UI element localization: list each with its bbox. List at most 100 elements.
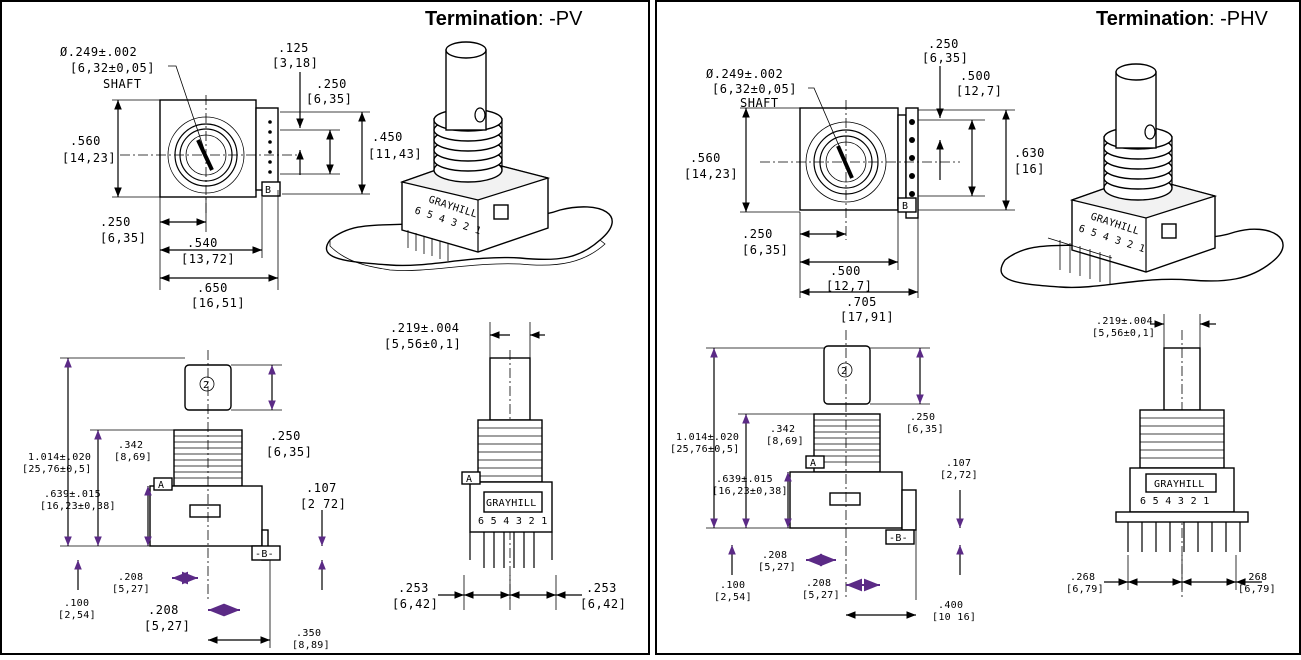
dim-250-front-mm: [6,35] xyxy=(266,445,312,459)
circle-callout-2: 2 xyxy=(203,380,209,391)
dim-350: .350 xyxy=(296,628,321,639)
dim-125: .125 xyxy=(278,41,309,55)
dim-250b: .250 xyxy=(100,215,131,229)
dim-500b-mm-phv: [12,7] xyxy=(826,279,872,293)
dim-450: .450 xyxy=(372,130,403,144)
dim-342: .342 xyxy=(118,440,143,451)
dim-630-phv: .630 xyxy=(1014,146,1045,160)
circle-callout-2-phv: 2 xyxy=(841,366,847,377)
dim-253-left-mm: [6,42] xyxy=(392,597,438,611)
dim-250-front: .250 xyxy=(270,429,301,443)
datum-b-front-phv: -B- xyxy=(889,533,908,544)
dim-705-phv: .705 xyxy=(846,295,877,309)
dim-342-mm: [8,69] xyxy=(114,452,152,463)
dim-219-phv: .219±.004 xyxy=(1096,316,1153,327)
iso-view-phv: GRAYHILL 6 5 4 3 2 1 xyxy=(1000,63,1284,289)
dim-100-mm-phv: [2,54] xyxy=(714,592,752,603)
panel-pv: Termination: -PV B Ø.249±.002 [6,32±0,05… xyxy=(22,8,626,651)
dim-268-left-mm: [6,79] xyxy=(1066,584,1104,595)
side-view-pv: .219±.004 [5,56±0,1] GRAYHILL 6 5 4 3 2 … xyxy=(384,321,626,611)
dim-208a-mm-phv: [5,27] xyxy=(758,562,796,573)
dim-500b-phv: .500 xyxy=(830,264,861,278)
dim-630-mm-phv: [16] xyxy=(1014,162,1045,176)
dim-250-front-mm-phv: [6,35] xyxy=(906,424,944,435)
dim-560-mm-phv: [14,23] xyxy=(684,167,738,181)
dim-705-mm-phv: [17,91] xyxy=(840,310,894,324)
dim-253-right-mm: [6,42] xyxy=(580,597,626,611)
dim-253-right: .253 xyxy=(586,581,617,595)
top-view-pv: B Ø.249±.002 [6,32±0,05] SHAFT .560 [14,… xyxy=(60,41,422,310)
label-shaft: SHAFT xyxy=(103,77,142,91)
datum-a-phv: A xyxy=(810,458,816,469)
side-brand-text: GRAYHILL xyxy=(486,498,537,509)
side-brand-text-phv: GRAYHILL xyxy=(1154,479,1205,490)
side-datum-a: A xyxy=(466,474,472,485)
dim-250-phv: .250 xyxy=(928,37,959,51)
datum-a: A xyxy=(158,480,164,491)
termination-title-pv: Termination: -PV xyxy=(425,8,583,30)
dim-268-left: .268 xyxy=(1070,572,1095,583)
dim-208b-phv: .208 xyxy=(806,578,831,589)
datum-b-front: -B- xyxy=(255,549,274,560)
termination-title-phv: Termination: -PHV xyxy=(1096,8,1269,30)
dim-253-left: .253 xyxy=(398,581,429,595)
top-view-phv: B Ø.249±.002 [6,32±0,05] SHAFT .560 [14,… xyxy=(684,37,1045,324)
dim-540-mm: [13,72] xyxy=(181,252,235,266)
dim-250b-mm: [6,35] xyxy=(100,231,146,245)
dim-107-phv: .107 xyxy=(946,458,971,469)
dim-250b-phv: .250 xyxy=(742,227,773,241)
dim-219: .219±.004 xyxy=(390,321,460,335)
dim-208b-mm-phv: [5,27] xyxy=(802,590,840,601)
dim-650-mm: [16,51] xyxy=(191,296,245,310)
panel-frame-right xyxy=(655,0,1301,655)
dim-639: .639±.015 xyxy=(44,489,101,500)
dim-400-mm-phv: [10 16] xyxy=(932,612,976,623)
datum-b-label-phv: B xyxy=(902,201,908,212)
dim-268-right: .268 xyxy=(1242,572,1267,583)
dim-560-mm: [14,23] xyxy=(62,151,116,165)
dim-540: .540 xyxy=(187,236,218,250)
panel-phv: Termination: -PHV B Ø.249±.002 [6,32±0,0… xyxy=(670,8,1284,623)
dim-560-phv: .560 xyxy=(690,151,721,165)
dim-639-phv: .639±.015 xyxy=(716,474,773,485)
side-pin-numbers: 6 5 4 3 2 1 xyxy=(478,516,548,527)
dim-100-mm: [2,54] xyxy=(58,610,96,621)
dim-350-mm: [8,89] xyxy=(292,640,330,651)
dim-107-mm: [2 72] xyxy=(300,497,346,511)
dim-219-mm-phv: [5,56±0,1] xyxy=(1092,328,1155,339)
dim-208a-phv: .208 xyxy=(762,550,787,561)
dim-268-right-mm: [6,79] xyxy=(1238,584,1276,595)
label-shaft-phv: SHAFT xyxy=(740,96,779,110)
dim-1014-phv: 1.014±.020 xyxy=(676,432,739,443)
dim-500-mm-phv: [12,7] xyxy=(956,84,1002,98)
dim-639-mm: [16,23±0,38] xyxy=(40,501,116,512)
dim-shaft-dia: Ø.249±.002 xyxy=(60,45,137,59)
dim-shaft-dia-phv: Ø.249±.002 xyxy=(706,67,783,81)
side-pin-numbers-phv: 6 5 4 3 2 1 xyxy=(1140,496,1210,507)
front-view-phv: 2 A -B- 1.014±.020 [25,76±0,5] xyxy=(670,330,978,623)
dim-208a: .208 xyxy=(118,572,143,583)
dim-250b-mm-phv: [6,35] xyxy=(742,243,788,257)
housing-top-view xyxy=(159,99,257,198)
dim-219-mm: [5,56±0,1] xyxy=(384,337,461,351)
iso-view-pv: GRAYHILL 6 5 4 3 2 1 xyxy=(325,41,613,271)
side-view-phv: .219±.004 [5,56±0,1] GRAYHILL 6 5 4 3 2 … xyxy=(1066,314,1276,600)
dim-250-mm-phv: [6,35] xyxy=(922,51,968,65)
dim-650: .650 xyxy=(197,281,228,295)
dim-107-mm-phv: [2,72] xyxy=(940,470,978,481)
dim-500-phv: .500 xyxy=(960,69,991,83)
dim-100: .100 xyxy=(64,598,89,609)
front-view-pv: 2 A -B- 1.014±.020 [25,76±0,5] xyxy=(22,350,346,651)
dim-1014-mm: [25,76±0,5] xyxy=(22,464,92,475)
dim-100-phv: .100 xyxy=(720,580,745,591)
dim-450-mm: [11,43] xyxy=(368,147,422,161)
dim-639-mm-phv: [16,23±0,38] xyxy=(712,486,788,497)
dim-shaft-dia-mm: [6,32±0,05] xyxy=(70,61,155,75)
dim-107: .107 xyxy=(306,481,337,495)
dim-250-mm: [6,35] xyxy=(306,92,352,106)
datum-b-label: B xyxy=(265,185,271,196)
dim-560: .560 xyxy=(70,134,101,148)
dim-208b-mm: [5,27] xyxy=(144,619,190,633)
